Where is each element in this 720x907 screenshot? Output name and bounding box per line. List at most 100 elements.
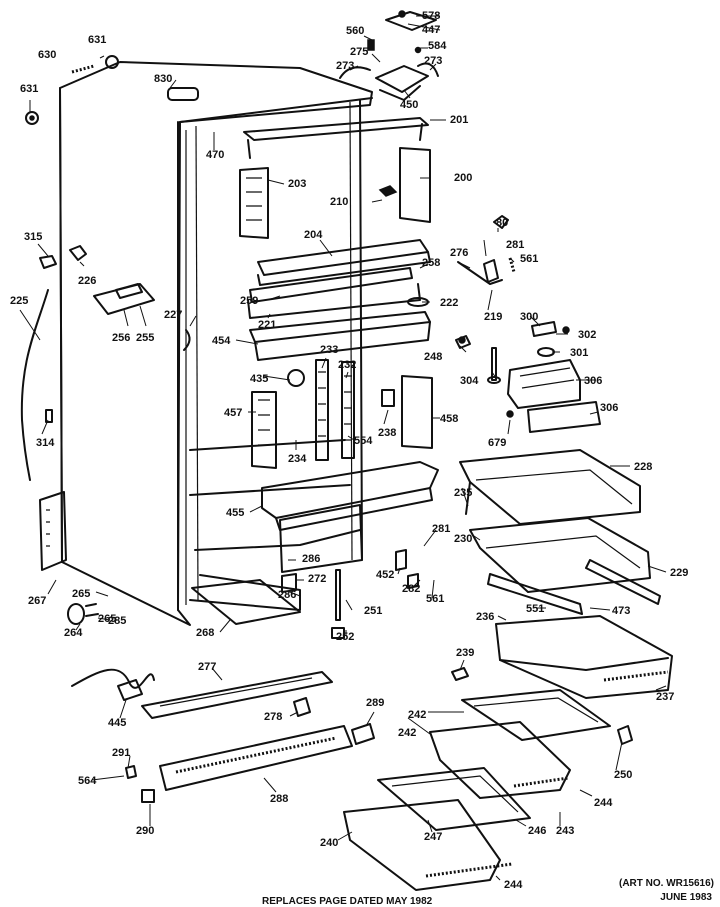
art-number: (ART NO. WR15616) [618, 878, 714, 889]
callout-label: 286 [302, 553, 320, 565]
callout-label: 244 [594, 797, 613, 809]
callout-label: 228 [634, 461, 652, 473]
callout-label: 450 [400, 99, 418, 111]
callout-label: 243 [556, 825, 574, 837]
callout-label: 285 [108, 615, 126, 627]
crisper-pans [343, 615, 673, 891]
callout-label: 276 [450, 247, 468, 259]
callout-label: 457 [224, 407, 242, 419]
callout-label: 454 [212, 335, 231, 347]
cabinet-shell [59, 61, 373, 626]
callout-label: 291 [112, 747, 130, 759]
callout-label: 232 [338, 359, 356, 371]
callout-label: 248 [424, 351, 442, 363]
callout-label: 268 [196, 627, 214, 639]
callout-label: 255 [136, 332, 154, 344]
callout-label: 247 [424, 831, 442, 843]
callout-label: 210 [330, 196, 348, 208]
callout-label: 561 [426, 593, 444, 605]
callout-label: 238 [378, 427, 396, 439]
callout-label: 221 [258, 319, 276, 331]
callout-label: 236 [476, 611, 494, 623]
callout-label: 273 [424, 55, 442, 67]
callout-label: 300 [520, 311, 538, 323]
callout-label: 679 [488, 437, 506, 449]
callout-label: 564 [78, 775, 97, 787]
callout-label: 561 [520, 253, 538, 265]
callout-labels: 578 447 560 584 275 273 273 450 630 631 … [10, 10, 688, 891]
callout-label: 630 [38, 49, 56, 61]
callout-label: 229 [670, 567, 688, 579]
callout-label: 201 [450, 114, 468, 126]
callout-label: 275 [350, 46, 368, 58]
callout-label: 290 [136, 825, 154, 837]
callout-label: 244 [504, 879, 523, 891]
callout-label: 242 [398, 727, 416, 739]
callout-label: 251 [364, 605, 382, 617]
callout-label: 225 [10, 295, 28, 307]
callout-label: 473 [612, 605, 630, 617]
callout-label: 631 [88, 34, 106, 46]
callout-label: 306 [584, 375, 602, 387]
callout-label: 272 [308, 573, 326, 585]
callout-label: 203 [288, 178, 306, 190]
callout-label: 219 [484, 311, 502, 323]
callout-label: 445 [108, 717, 126, 729]
callout-label: 230 [454, 533, 472, 545]
top-assembly [339, 10, 439, 101]
callout-label: 242 [408, 709, 426, 721]
callout-label: 306 [600, 402, 618, 414]
callout-label: 258 [422, 257, 440, 269]
callout-label: 235 [454, 487, 472, 499]
replaces-page-note: REPLACES PAGE DATED MAY 1982 [262, 896, 433, 907]
callout-label: 204 [304, 229, 323, 241]
callout-label: 286 [278, 589, 296, 601]
callout-label: 830 [154, 73, 172, 85]
callout-label: 237 [656, 691, 674, 703]
callout-label: 200 [454, 172, 472, 184]
leader-lines [19, 15, 667, 881]
callout-label: 259 [240, 295, 258, 307]
callout-label: 447 [422, 24, 440, 36]
callout-label: 314 [36, 437, 55, 449]
revision-date: JUNE 1983 [660, 892, 712, 903]
callout-label: 435 [250, 373, 268, 385]
callout-label: 256 [112, 332, 130, 344]
callout-label: 227 [164, 309, 182, 321]
callout-label: 239 [456, 647, 474, 659]
callout-label: 264 [64, 627, 83, 639]
callout-label: 282 [402, 583, 420, 595]
callout-label: 452 [376, 569, 394, 581]
callout-label: 265 [98, 613, 116, 625]
callout-label: 584 [428, 40, 447, 52]
callout-label: 315 [24, 231, 42, 243]
callout-label: 240 [320, 837, 338, 849]
callout-label: 222 [440, 297, 458, 309]
callout-label: 560 [346, 25, 364, 37]
callout-label: 458 [440, 413, 458, 425]
callout-label: 273 [336, 60, 354, 72]
callout-label: 250 [614, 769, 632, 781]
callout-label: 265 [72, 588, 90, 600]
callout-label: 278 [264, 711, 282, 723]
callout-label: 226 [78, 275, 96, 287]
right-side-parts [407, 215, 601, 433]
callout-label: 631 [20, 83, 38, 95]
callout-label: 277 [198, 661, 216, 673]
callout-label: 252 [336, 631, 354, 643]
left-side-parts [20, 55, 191, 625]
callout-label: 301 [570, 347, 588, 359]
freezer-components [239, 117, 439, 531]
callout-label: 246 [528, 825, 546, 837]
callout-label: 80 [496, 217, 508, 229]
callout-label: 289 [366, 697, 384, 709]
callout-label: 267 [28, 595, 46, 607]
callout-label: 281 [432, 523, 450, 535]
callout-label: 233 [320, 344, 338, 356]
callout-label: 302 [578, 329, 596, 341]
callout-label: 578 [422, 10, 440, 22]
callout-label: 455 [226, 507, 244, 519]
glass-shelves [459, 449, 661, 615]
callout-label: 281 [506, 239, 524, 251]
